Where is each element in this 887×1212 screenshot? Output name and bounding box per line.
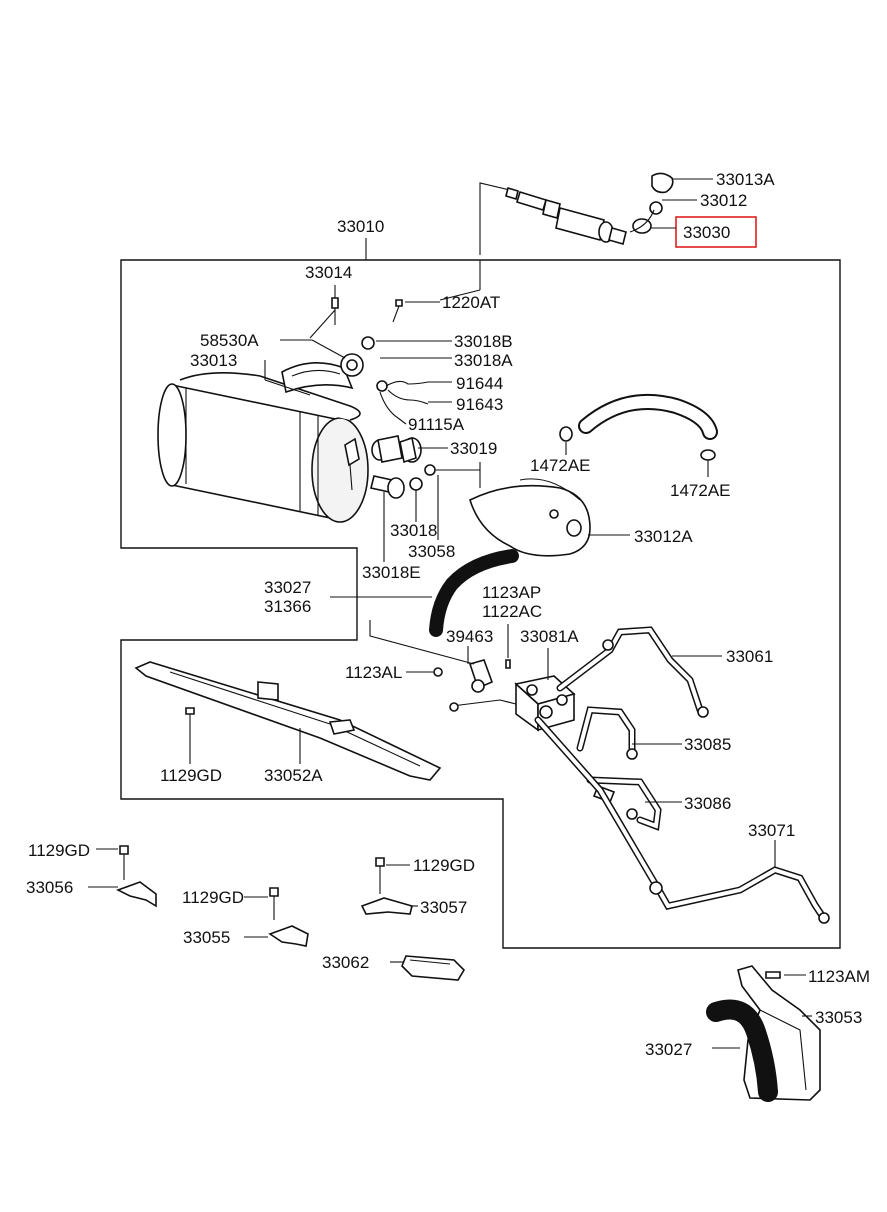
valve-33019[interactable] bbox=[371, 435, 436, 476]
label-39463[interactable]: 39463 bbox=[446, 627, 493, 646]
label-91115A[interactable]: 91115A bbox=[408, 415, 465, 434]
label-1220AT[interactable]: 1220AT bbox=[442, 293, 500, 312]
label-33013[interactable]: 33013 bbox=[190, 351, 237, 370]
label-58530A[interactable]: 58530A bbox=[200, 331, 259, 350]
pipe-33061[interactable] bbox=[556, 626, 709, 718]
label-33014[interactable]: 33014 bbox=[305, 263, 352, 282]
label-33052A[interactable]: 33052A bbox=[264, 766, 323, 785]
canister[interactable] bbox=[157, 372, 369, 523]
label-33085[interactable]: 33085 bbox=[684, 735, 731, 754]
label-1472AE-b[interactable]: 1472AE bbox=[670, 481, 731, 500]
label-91643[interactable]: 91643 bbox=[456, 395, 503, 414]
skid-plate-33052A[interactable] bbox=[134, 661, 442, 781]
hose-33027-b[interactable] bbox=[706, 999, 778, 1102]
label-33013A[interactable]: 33013A bbox=[716, 170, 775, 189]
label-33018A[interactable]: 33018A bbox=[454, 351, 513, 370]
label-33081A[interactable]: 33081A bbox=[520, 627, 579, 646]
label-1123AM[interactable]: 1123AM bbox=[808, 967, 870, 986]
label-33010[interactable]: 33010 bbox=[337, 217, 384, 236]
label-31366[interactable]: 31366 bbox=[264, 597, 311, 616]
bracket-33013[interactable] bbox=[281, 336, 375, 394]
label-33018[interactable]: 33018 bbox=[390, 521, 437, 540]
label-33030[interactable]: 33030 bbox=[683, 223, 730, 242]
hose-33027[interactable] bbox=[429, 549, 519, 637]
label-33012A[interactable]: 33012A bbox=[634, 527, 693, 546]
label-33062[interactable]: 33062 bbox=[322, 953, 369, 972]
label-33018E[interactable]: 33018E bbox=[362, 563, 421, 582]
label-33018B[interactable]: 33018B bbox=[454, 332, 513, 351]
label-33058[interactable]: 33058 bbox=[408, 542, 455, 561]
label-33061[interactable]: 33061 bbox=[726, 647, 773, 666]
label-1123AP[interactable]: 1123AP bbox=[482, 583, 541, 602]
label-91644[interactable]: 91644 bbox=[456, 374, 503, 393]
fitting-33018[interactable] bbox=[370, 475, 423, 499]
fuel-line-33030[interactable] bbox=[479, 172, 674, 255]
screw-1220AT[interactable] bbox=[392, 299, 403, 323]
label-33027-a[interactable]: 33027 bbox=[264, 578, 311, 597]
label-33012[interactable]: 33012 bbox=[700, 191, 747, 210]
highlight-box-33030 bbox=[675, 216, 757, 248]
bracket-33055[interactable] bbox=[268, 887, 309, 947]
shield-33012A[interactable] bbox=[469, 478, 591, 557]
label-33053[interactable]: 33053 bbox=[815, 1008, 862, 1027]
label-33056[interactable]: 33056 bbox=[26, 878, 73, 897]
cover-33062[interactable] bbox=[401, 955, 466, 981]
label-33071[interactable]: 33071 bbox=[748, 821, 795, 840]
label-1123AL[interactable]: 1123AL bbox=[345, 663, 402, 682]
pipe-33071[interactable] bbox=[534, 716, 830, 924]
label-1129GD-c[interactable]: 1129GD bbox=[413, 856, 475, 875]
bracket-33056[interactable] bbox=[115, 845, 157, 908]
valve-block-33081A[interactable] bbox=[514, 675, 576, 732]
pipe-33085[interactable] bbox=[576, 706, 638, 760]
hose-1472AE[interactable] bbox=[559, 393, 718, 461]
label-1129GD-a[interactable]: 1129GD bbox=[160, 766, 222, 785]
label-33055[interactable]: 33055 bbox=[183, 928, 230, 947]
screw-1123AP[interactable] bbox=[505, 659, 511, 669]
bracket-33057[interactable] bbox=[360, 857, 413, 915]
screw-1123AM[interactable] bbox=[765, 971, 781, 979]
label-33086[interactable]: 33086 bbox=[684, 794, 731, 813]
bolt-1129GD-a[interactable] bbox=[185, 707, 195, 732]
label-1472AE-a[interactable]: 1472AE bbox=[530, 456, 591, 475]
label-33027-b[interactable]: 33027 bbox=[645, 1040, 692, 1059]
bracket-39463[interactable] bbox=[369, 620, 517, 712]
screw-1123AL[interactable] bbox=[433, 667, 443, 677]
assembly-frame bbox=[120, 259, 841, 949]
label-1122AC[interactable]: 1122AC bbox=[482, 602, 542, 621]
wire-harness[interactable] bbox=[376, 380, 429, 419]
label-1129GD-d[interactable]: 1129GD bbox=[182, 888, 244, 907]
bolt-33014[interactable] bbox=[331, 297, 339, 325]
label-1129GD-b[interactable]: 1129GD bbox=[28, 841, 90, 860]
label-33057[interactable]: 33057 bbox=[420, 898, 467, 917]
label-33019[interactable]: 33019 bbox=[450, 439, 497, 458]
